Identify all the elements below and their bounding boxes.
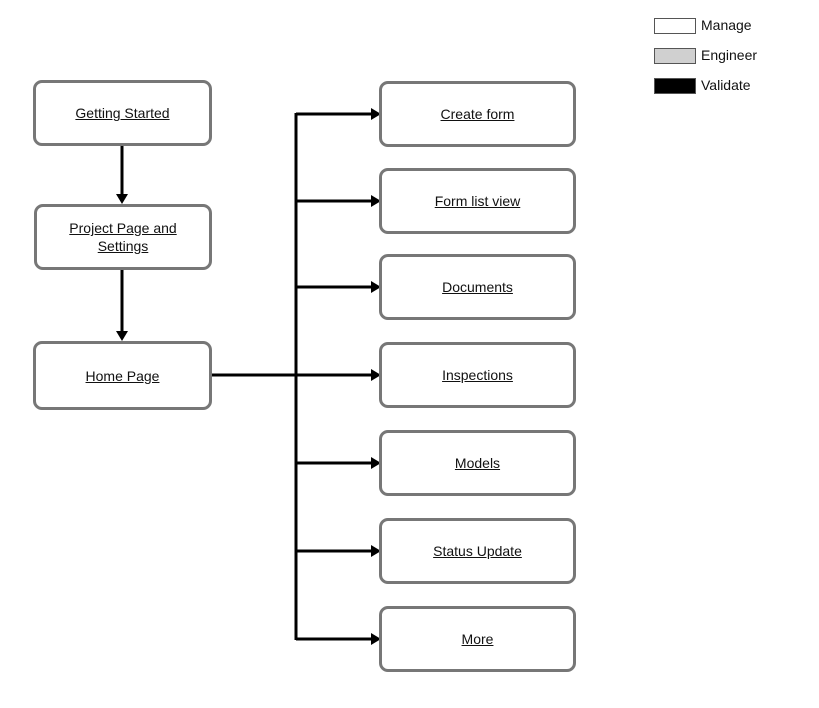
getting-started-node[interactable]: Getting Started [33,80,212,146]
more-node[interactable]: More [379,606,576,672]
status-update-node[interactable]: Status Update [379,518,576,584]
legend-label-validate: Validate [701,77,751,93]
form-list-view-link[interactable]: Form list view [434,193,521,209]
status-update-link[interactable]: Status Update [433,543,522,559]
project-page-link[interactable]: Project Page and Settings [69,219,176,255]
arrowhead-down [116,331,128,341]
models-link[interactable]: Models [454,455,501,471]
models-node[interactable]: Models [379,430,576,496]
legend-swatch-validate [654,78,696,94]
form-list-view-node[interactable]: Form list view [379,168,576,234]
project-page-node[interactable]: Project Page and Settings [34,204,212,270]
legend-label-engineer: Engineer [701,47,758,63]
more-link[interactable]: More [461,631,494,647]
arrowhead-right [371,457,381,469]
getting-started-link[interactable]: Getting Started [75,105,170,121]
inspections-node[interactable]: Inspections [379,342,576,408]
arrowhead-right [371,195,381,207]
legend-swatch-manage [654,18,696,34]
arrowhead-down [116,194,128,204]
create-form-link[interactable]: Create form [440,106,515,122]
documents-node[interactable]: Documents [379,254,576,320]
create-form-node[interactable]: Create form [379,81,576,147]
arrowhead-right [371,108,381,120]
project-page-label-line1: Project Page and [69,220,177,236]
arrowhead-right [371,369,381,381]
arrowhead-right [371,633,381,645]
inspections-link[interactable]: Inspections [442,367,513,383]
project-page-label-line2: Settings [97,238,149,254]
documents-link[interactable]: Documents [442,279,513,295]
legend-swatch-engineer [654,48,696,64]
arrowhead-right [371,281,381,293]
legend-label-manage: Manage [701,17,752,33]
home-page-link[interactable]: Home Page [85,367,160,384]
arrowhead-right [371,545,381,557]
home-page-node[interactable]: Home Page [33,341,212,410]
